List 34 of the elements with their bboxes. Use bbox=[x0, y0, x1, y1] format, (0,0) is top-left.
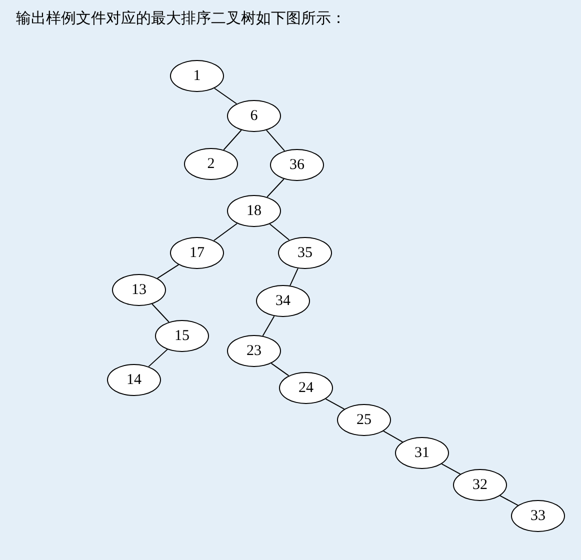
connector-line bbox=[269, 223, 290, 241]
connector-line bbox=[152, 304, 170, 322]
connector-line bbox=[262, 316, 275, 336]
connector-line bbox=[266, 130, 286, 152]
tree-node-ellipse: 35 bbox=[278, 237, 332, 269]
connector-line bbox=[213, 222, 238, 242]
tree-node-ellipse: 14 bbox=[107, 364, 161, 396]
connector-line bbox=[148, 348, 168, 368]
tree-node-ellipse: 6 bbox=[227, 100, 281, 132]
tree-node-ellipse: 25 bbox=[337, 404, 391, 436]
connector-line bbox=[214, 88, 238, 104]
tree-node-ellipse: 23 bbox=[227, 335, 281, 367]
connector-line bbox=[266, 178, 284, 198]
connector-line bbox=[156, 264, 180, 279]
title: 输出样例文件对应的最大排序二叉树如下图所示： bbox=[16, 9, 346, 28]
connector-line bbox=[441, 463, 461, 475]
connector-line bbox=[270, 362, 290, 376]
connector-line bbox=[290, 268, 298, 286]
connector-line bbox=[325, 398, 345, 410]
tree-node-ellipse: 18 bbox=[227, 195, 281, 227]
tree-node-ellipse: 33 bbox=[511, 500, 565, 532]
tree-node-ellipse: 15 bbox=[155, 320, 209, 352]
tree-node-ellipse: 1 bbox=[170, 60, 224, 92]
tree-node-ellipse: 17 bbox=[170, 237, 224, 269]
connector-line bbox=[223, 130, 242, 150]
tree-node-ellipse: 34 bbox=[256, 285, 310, 317]
tree-node-ellipse: 32 bbox=[453, 469, 507, 501]
tree-node-ellipse: 2 bbox=[184, 148, 238, 180]
tree-node-ellipse: 36 bbox=[270, 149, 324, 181]
connector-line bbox=[382, 430, 404, 442]
tree-node-ellipse: 24 bbox=[279, 372, 333, 404]
connector-line bbox=[500, 495, 518, 506]
tree-node-ellipse: 31 bbox=[395, 437, 449, 469]
tree-node-ellipse: 13 bbox=[112, 274, 166, 306]
